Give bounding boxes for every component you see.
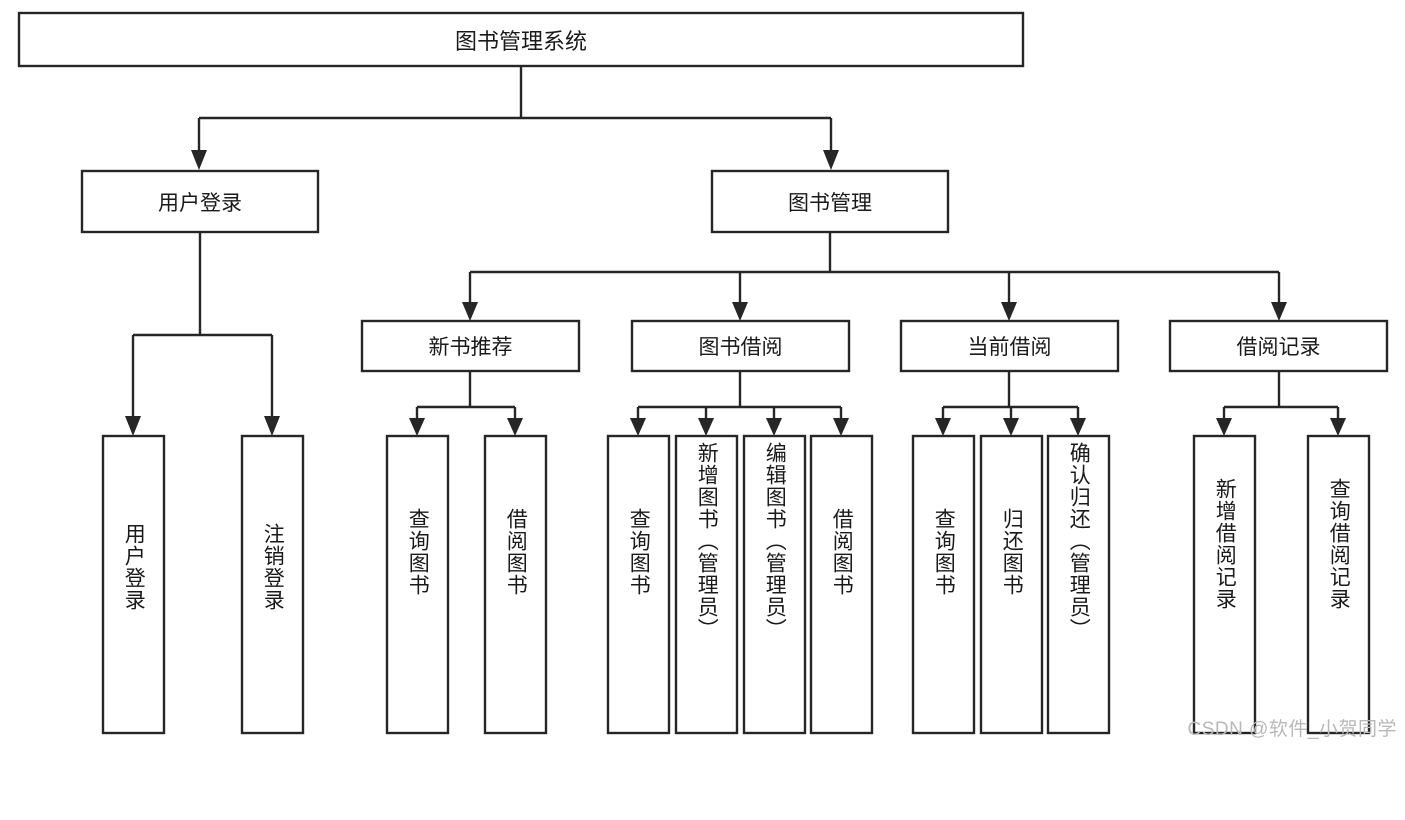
node-user-login[interactable] (80, 169, 320, 234)
arrowhead-borrow (732, 302, 748, 321)
leaf-current-return-book[interactable] (979, 434, 1044, 735)
arrowhead-newbook-l1 (409, 418, 425, 436)
arrowhead-borrow-l4 (833, 418, 849, 436)
leaf-borrow-add-book[interactable] (674, 434, 739, 735)
leaf-record-add-record[interactable] (1192, 434, 1257, 735)
arrowhead-borrow-l1 (630, 418, 646, 436)
arrowhead-to-userlogin (191, 150, 207, 170)
arrowhead-to-bookmgmt (823, 150, 839, 170)
leaf-current-confirm-return[interactable] (1046, 434, 1111, 735)
leaf-newbook-borrow-book[interactable] (483, 434, 548, 735)
leaf-borrow-borrow-book[interactable] (809, 434, 874, 735)
leaf-borrow-query-book[interactable] (606, 434, 671, 735)
leaf-newbook-query-book[interactable] (385, 434, 450, 735)
arrowhead-record-l2 (1330, 418, 1346, 436)
leaf-logout[interactable] (240, 434, 305, 735)
node-new-book-recommend[interactable] (360, 319, 581, 373)
node-book-borrow[interactable] (630, 319, 851, 373)
leaf-borrow-edit-book[interactable] (742, 434, 807, 735)
arrowhead-newbook-l2 (507, 418, 523, 436)
diagram-svg (17, 11, 1389, 735)
arrowhead-current-l3 (1070, 418, 1086, 436)
node-root[interactable] (17, 11, 1025, 68)
arrowhead-newbook (462, 302, 478, 321)
arrowhead-current-l2 (1003, 418, 1019, 436)
node-current-borrow[interactable] (899, 319, 1120, 373)
node-borrow-record[interactable] (1168, 319, 1389, 373)
arrowhead-current (1001, 302, 1017, 321)
watermark-text: CSDN @软件_小贺同学 (1187, 719, 1397, 740)
leaf-record-query-record[interactable] (1306, 434, 1371, 735)
leaf-current-query-book[interactable] (911, 434, 976, 735)
arrowhead-current-l1 (935, 418, 951, 436)
arrowhead-borrow-l2 (698, 418, 714, 436)
arrowhead-record-l1 (1216, 418, 1232, 436)
arrowhead-leaf-user-login (125, 416, 141, 436)
arrowhead-record (1271, 302, 1287, 321)
node-book-management[interactable] (710, 169, 950, 234)
leaf-user-login[interactable] (101, 434, 166, 735)
arrowhead-leaf-logout (264, 416, 280, 436)
diagram-canvas: 图书管理系统 用户登录 图书管理 新书推荐 图书借阅 当前借阅 借阅记录 用户登… (17, 11, 1397, 740)
arrowhead-borrow-l3 (766, 418, 782, 436)
